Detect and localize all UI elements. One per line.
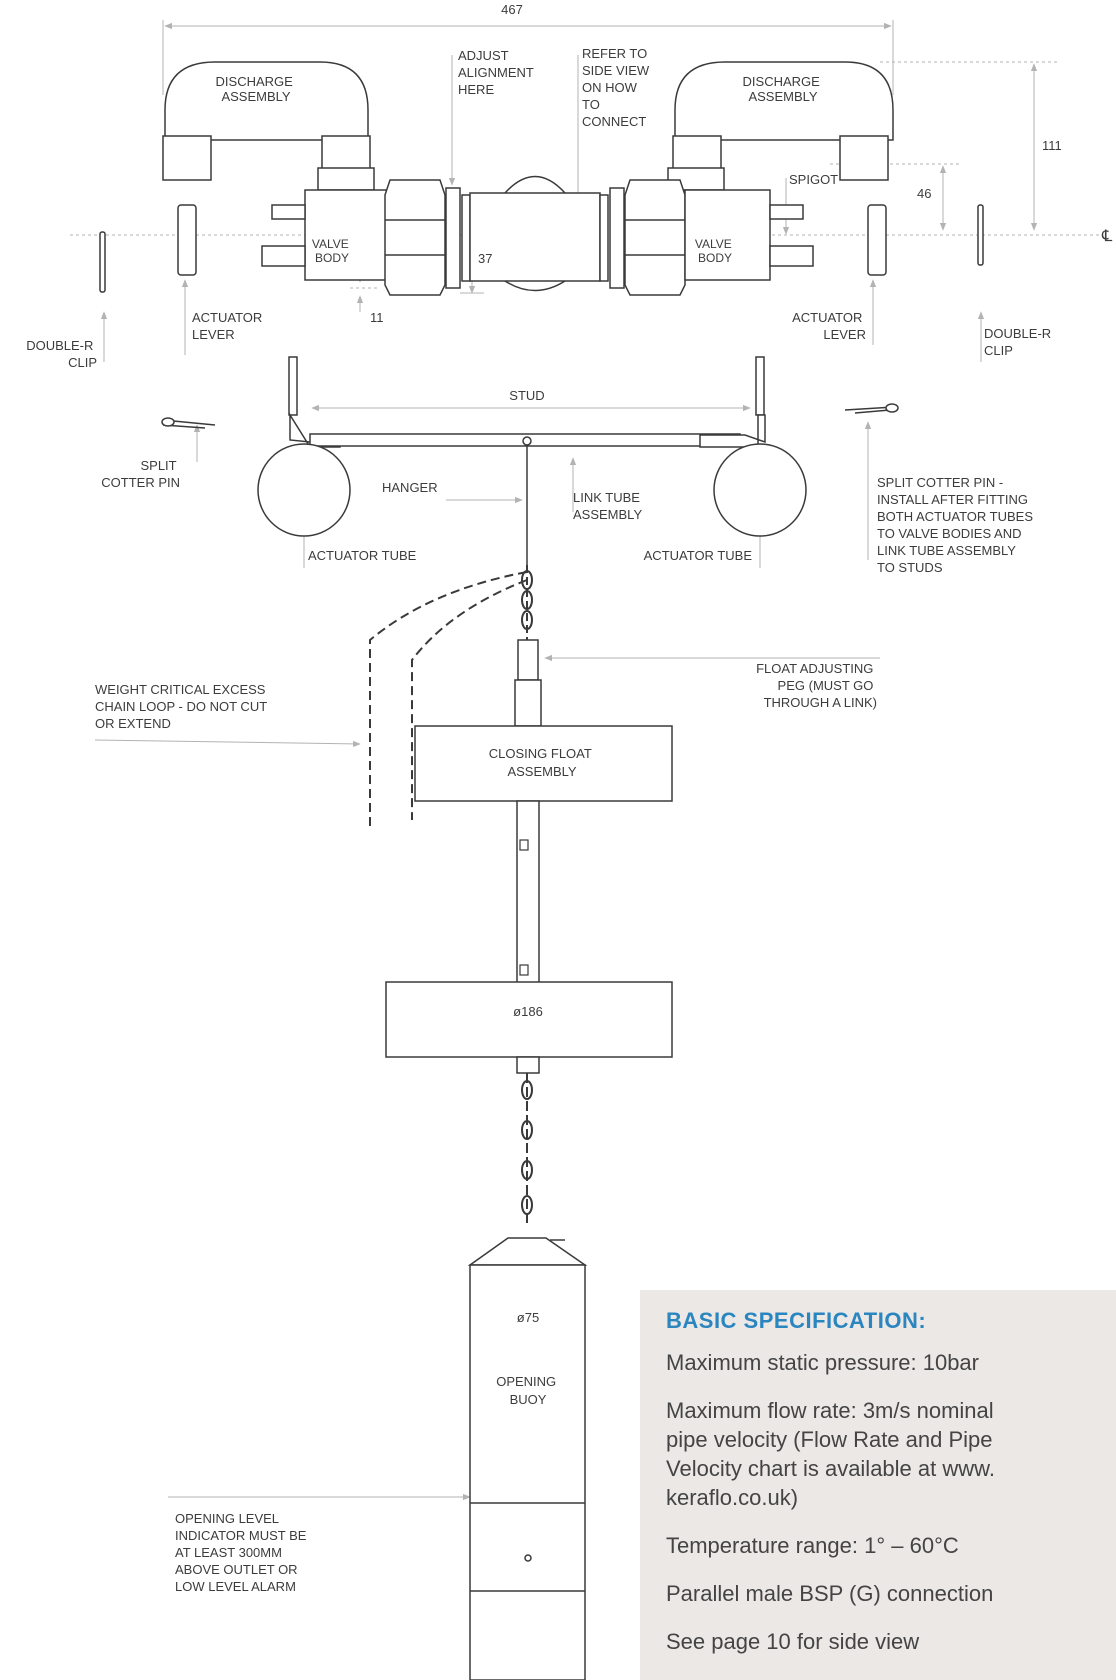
double-r-clip-left-label: DOUBLE-R CLIP (26, 338, 97, 370)
union-collar-right (609, 187, 625, 289)
link-tube-centre-pin (522, 436, 532, 446)
valve-body-right (684, 189, 771, 281)
actuator-tube-right-label: ACTUATOR TUBE (644, 548, 753, 563)
valve-body-left-label: VALVE BODY (312, 237, 352, 265)
double-r-clip-right-label: DOUBLE-R CLIP (984, 326, 1055, 358)
centreline-symbol: ℄ (1101, 228, 1113, 245)
actuator-stem-left (271, 204, 306, 220)
spec-line: Maximum flow rate: 3m/s nominal (666, 1398, 994, 1423)
buoy-diameter-dimension: ø75 (517, 1310, 539, 1325)
split-cotter-pin-note: SPLIT COTTER PIN - INSTALL AFTER FITTING… (877, 475, 1037, 575)
actuator-tube-right (713, 443, 807, 537)
actuator-lever-right-label: ACTUATOR LEVER (792, 310, 866, 342)
chain-loop-inner (411, 579, 528, 820)
hex-nut-left (384, 179, 446, 296)
specification-title: BASIC SPECIFICATION: (666, 1308, 927, 1333)
float-adjusting-peg (517, 639, 539, 681)
actuator-tube-left-label: ACTUATOR TUBE (308, 548, 417, 563)
float-adjusting-peg-label: FLOAT ADJUSTING PEG (MUST GO THROUGH A L… (756, 661, 877, 710)
actuator-stem-right (769, 204, 804, 220)
closing-float-assembly-label: CLOSING FLOAT ASSEMBLY (489, 746, 595, 779)
height-46-dimension: 46 (917, 186, 931, 201)
actuator-arm-right (699, 414, 766, 448)
stud-label: STUD (509, 388, 544, 403)
weight-critical-chain-label: WEIGHT CRITICAL EXCESS CHAIN LOOP - DO N… (95, 682, 271, 731)
actuator-lever-left-label: ACTUATOR LEVER (192, 310, 266, 342)
spec-line: pipe velocity (Flow Rate and Pipe (666, 1427, 993, 1452)
stud-left (288, 356, 298, 416)
opening-buoy-cap (467, 1237, 588, 1266)
hanger-label: HANGER (382, 480, 438, 495)
lower-float (385, 981, 673, 1058)
adjust-alignment-label: ADJUST ALIGNMENT HERE (458, 48, 537, 97)
union-collar-left (445, 187, 461, 289)
double-r-clip-left (99, 231, 106, 293)
actuator-linkage (161, 356, 899, 565)
spec-line: Parallel male BSP (G) connection (666, 1581, 994, 1606)
spigot-right (769, 245, 814, 267)
valve-body-right-label: VALVE BODY (695, 237, 735, 265)
discharge-assembly-right-label: DISCHARGE ASSEMBLY (743, 74, 824, 104)
double-r-clip-right (977, 204, 984, 266)
spigot-37-dimension: 37 (478, 251, 492, 266)
actuator-tube-left (257, 443, 351, 537)
closing-float-assembly (414, 725, 673, 802)
actuator-lever-left (177, 204, 197, 276)
opening-buoy-label: OPENING BUOY (496, 1374, 560, 1407)
spec-line: See page 10 for side view (666, 1629, 920, 1654)
centre-float-arc (504, 175, 566, 194)
refer-side-view-label: REFER TO SIDE VIEW ON HOW TO CONNECT (582, 46, 653, 129)
actuator-lever-right (867, 204, 887, 276)
spec-line: Maximum static pressure: 10bar (666, 1350, 979, 1375)
valve-assembly (99, 61, 984, 296)
discharge-collar-right-outer (839, 135, 889, 181)
centre-link-tube (469, 192, 601, 282)
spec-line: keraflo.co.uk) (666, 1485, 799, 1510)
chain-and-floats (369, 565, 673, 1680)
offset-11-dimension: 11 (370, 310, 384, 325)
discharge-elbow-left (164, 61, 369, 141)
link-tube-assembly-label: LINK TUBE ASSEMBLY (573, 490, 644, 522)
spec-line: Temperature range: 1° – 60°C (666, 1533, 959, 1558)
split-cotter-pin-label: SPLIT COTTER PIN (101, 458, 180, 490)
opening-level-indicator-label: OPENING LEVEL INDICATOR MUST BE AT LEAST… (175, 1511, 310, 1594)
discharge-nut-left (317, 167, 375, 191)
stud-right (755, 356, 765, 416)
overall-width-dimension: 467 (501, 2, 523, 17)
spigot-left (261, 245, 306, 267)
opening-buoy (469, 1264, 586, 1680)
discharge-assembly-left-label: DISCHARGE ASSEMBLY (216, 74, 297, 104)
float-diameter-dimension: ø186 (513, 1004, 543, 1019)
height-111-dimension: 111 (1042, 138, 1062, 153)
valve-body-left (304, 189, 391, 281)
discharge-collar-left (162, 135, 212, 181)
discharge-elbow-right (674, 61, 894, 141)
spec-line: Velocity chart is available at www. (666, 1456, 995, 1481)
spigot-label: SPIGOT (789, 172, 838, 187)
basic-specification-panel: BASIC SPECIFICATION: Maximum static pres… (640, 1290, 1116, 1680)
hex-nut-right (624, 179, 686, 296)
